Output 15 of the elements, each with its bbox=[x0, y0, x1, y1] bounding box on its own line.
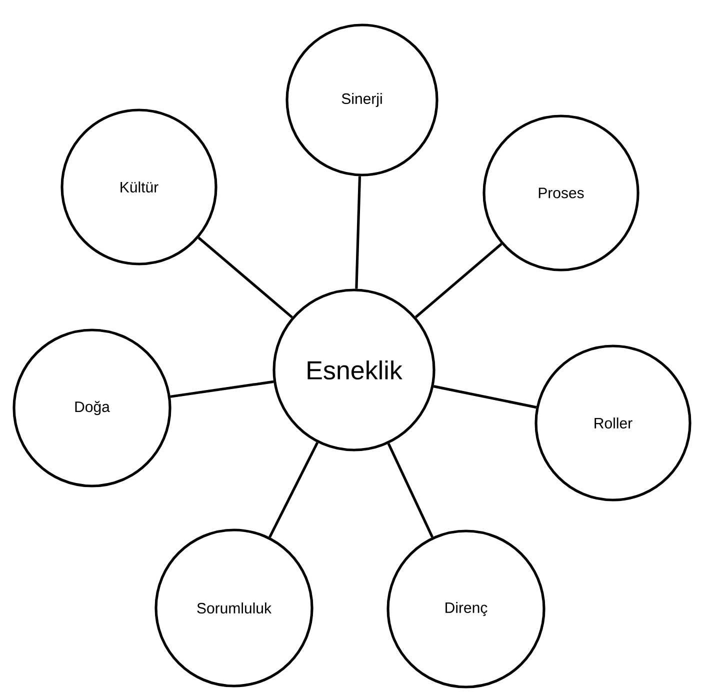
circle-node: Kültür bbox=[60, 108, 218, 266]
connector-line bbox=[355, 176, 362, 289]
circle-node: Esneklik bbox=[272, 288, 436, 452]
circle-node: Proses bbox=[482, 114, 640, 272]
circle-node: Sorumluluk bbox=[154, 528, 314, 688]
circle-node: Direnç bbox=[386, 530, 546, 688]
connector-line bbox=[414, 242, 502, 318]
circle-node: Sinerji bbox=[286, 24, 438, 176]
circle-node: Roller bbox=[534, 344, 692, 502]
connector-line bbox=[170, 380, 274, 398]
circle-node: Doğa bbox=[12, 328, 172, 488]
connector-line bbox=[433, 385, 537, 409]
connector-line bbox=[387, 443, 434, 538]
connector-line bbox=[268, 442, 319, 538]
connector-line bbox=[198, 236, 293, 318]
